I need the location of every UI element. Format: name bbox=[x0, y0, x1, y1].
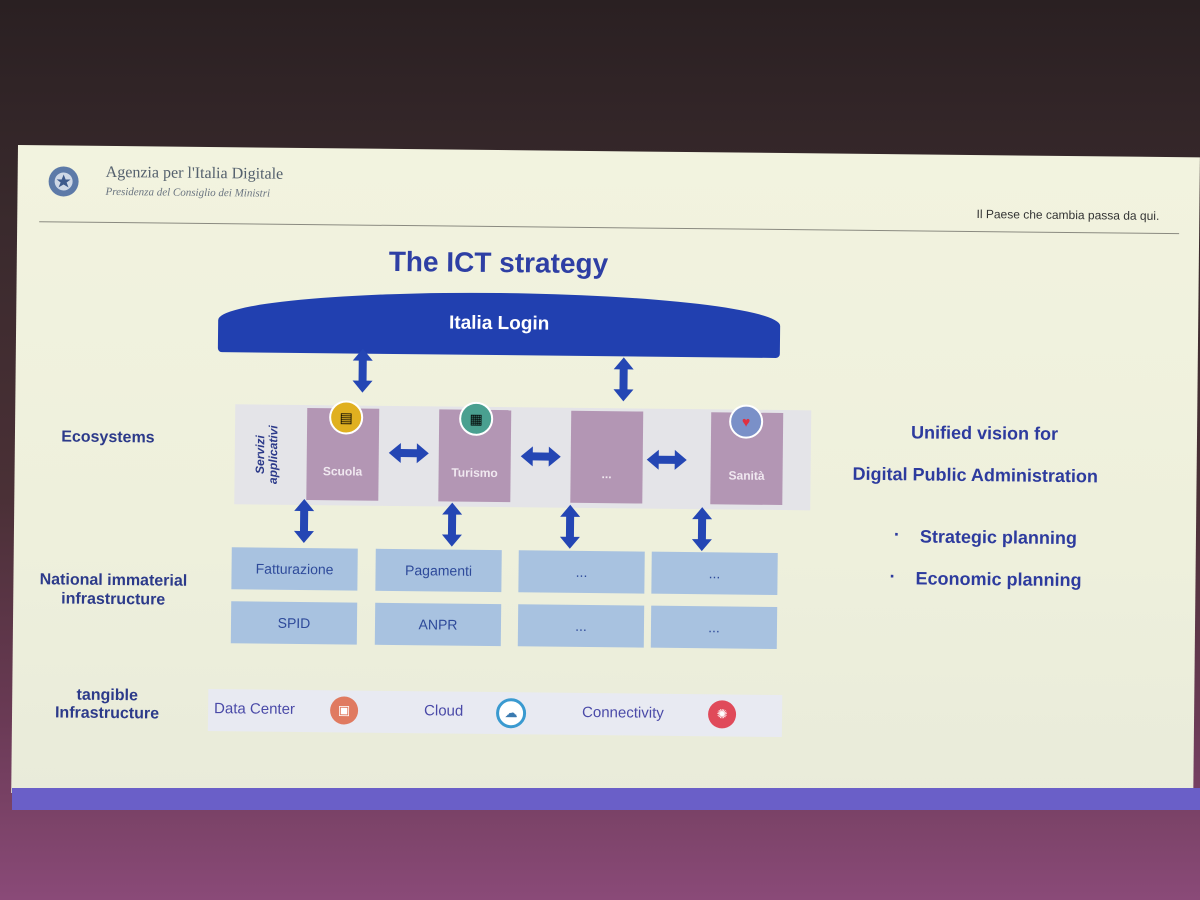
arrow-login-right bbox=[613, 357, 634, 402]
arrow-eco-infra-2 bbox=[441, 502, 463, 547]
arrow-eco-infra-4 bbox=[691, 507, 713, 552]
arrow-scuola-turismo bbox=[388, 442, 429, 464]
slide: Agenzia per l'Italia Digitale Presidenza… bbox=[11, 145, 1200, 806]
slide-footer-bar bbox=[12, 788, 1200, 810]
arrow-turismo-ellipsis bbox=[520, 446, 561, 467]
emblem-icon bbox=[48, 166, 79, 197]
arrow-ellipsis-sanita bbox=[646, 449, 687, 471]
arrow-eco-infra-3 bbox=[559, 504, 581, 549]
arrow-login-left bbox=[352, 348, 373, 393]
arrow-eco-infra-1 bbox=[293, 498, 315, 544]
connector-arrows bbox=[293, 348, 713, 552]
